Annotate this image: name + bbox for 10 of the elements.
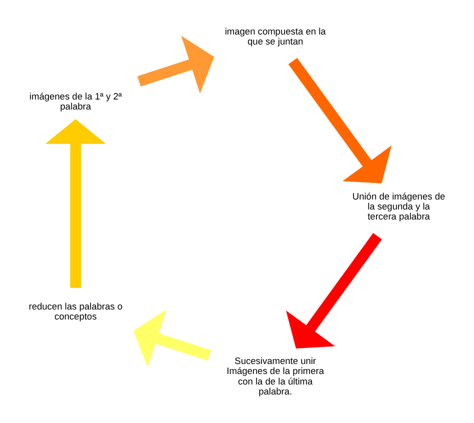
arrow [45,118,106,288]
arrow [286,232,382,348]
node-text: imágenes de la 1ª y 2ª palabra [29,90,122,111]
arrow [288,57,392,183]
node-text: Unión de imágenes de la segunda y la tercera palabra [352,190,446,221]
node-text: imagen compuesta en la que se juntan [224,26,326,46]
node-text: reducen las palabras o conceptos [28,300,122,321]
arrow [137,35,214,93]
node-text: Sucesivamente unir Imágenes de la primera con la de la última palabra. [226,356,324,396]
arrow [133,309,212,367]
